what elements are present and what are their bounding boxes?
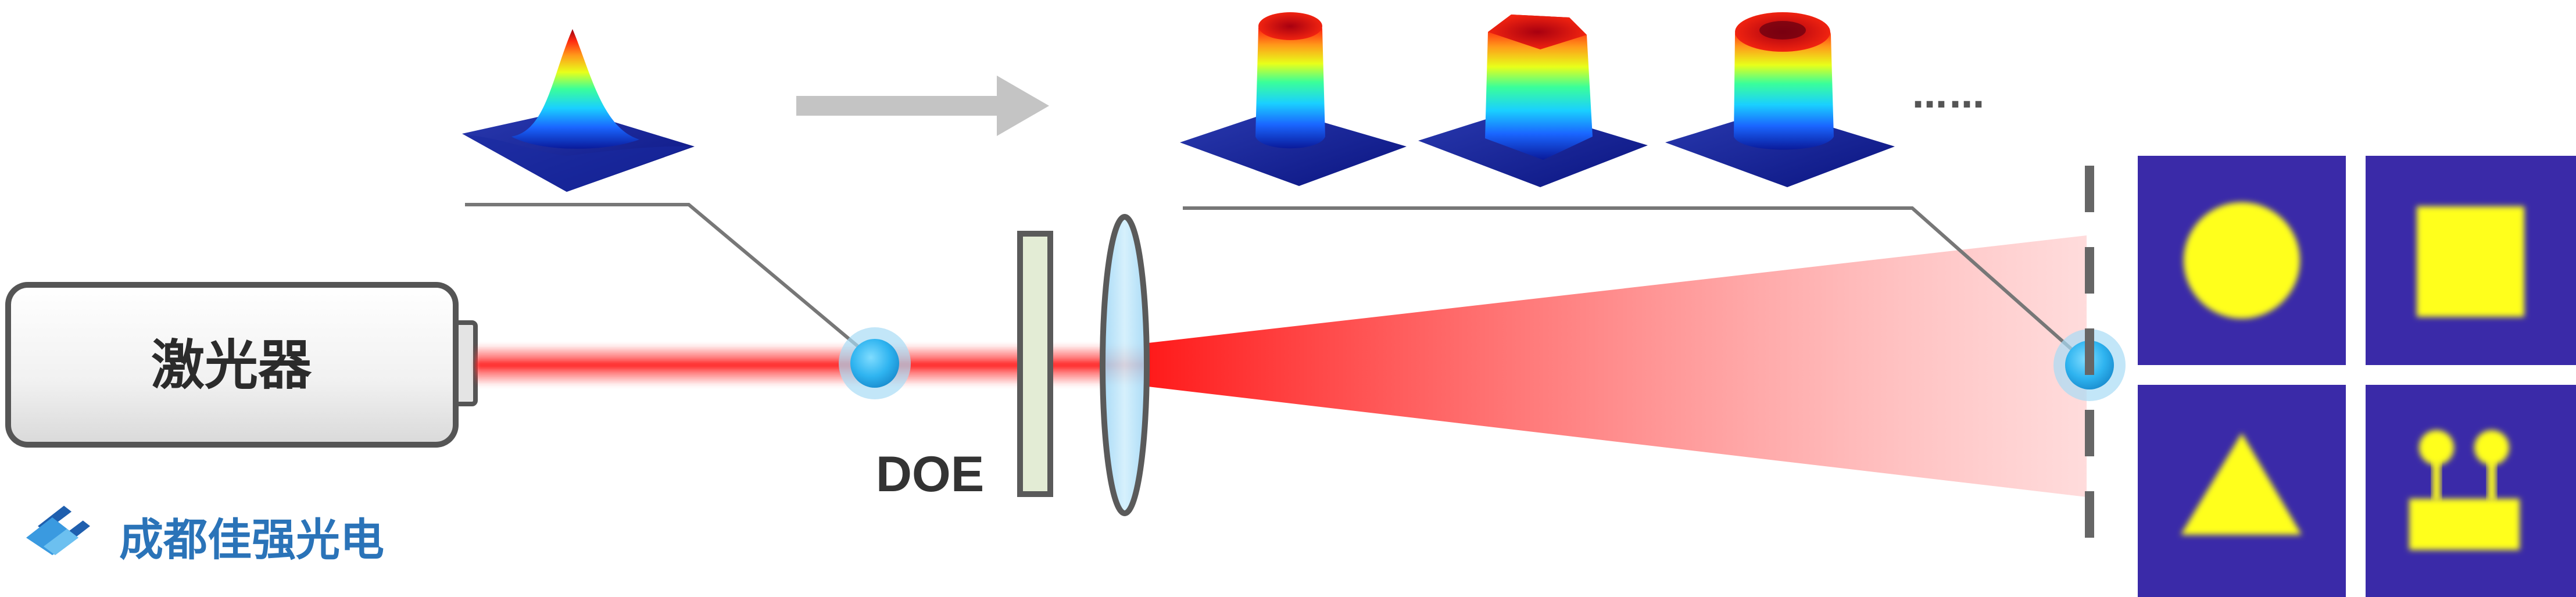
laser-source: 激光器 xyxy=(5,282,478,448)
doe-label: DOE xyxy=(876,446,984,502)
laser-label: 激光器 xyxy=(151,334,312,396)
doe-element xyxy=(1017,231,1053,497)
target-pattern-square xyxy=(2366,156,2576,365)
gaussian-input-profile xyxy=(462,29,695,192)
focusing-lens xyxy=(1100,214,1150,516)
input-marker-dot xyxy=(839,327,911,399)
brand-logo-mark xyxy=(26,506,90,555)
brand-logo: 成都佳强光电 xyxy=(26,506,384,566)
flat-top-ring-profile xyxy=(1665,12,1895,187)
output-leader-line xyxy=(1183,206,2091,367)
input-leader-line xyxy=(465,203,876,362)
brand-name: 成都佳强光电 xyxy=(119,514,384,566)
target-pattern-triangle xyxy=(2138,385,2346,597)
more-profiles-ellipsis: …… xyxy=(1912,76,1987,116)
target-pattern-custom-shape xyxy=(2366,385,2576,597)
flat-top-square-profile xyxy=(1418,15,1648,187)
shaped-beam-cone xyxy=(1148,235,2087,497)
propagation-arrow xyxy=(796,76,1049,136)
target-pattern-circle xyxy=(2138,156,2346,365)
flat-top-circular-profile xyxy=(1180,12,1407,186)
